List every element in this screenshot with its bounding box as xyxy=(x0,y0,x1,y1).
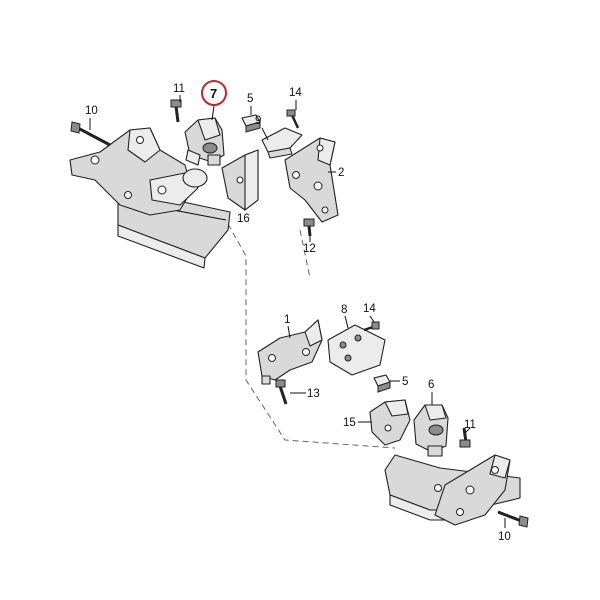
callout-11-top: 11 xyxy=(173,83,185,95)
stop-5-bottom xyxy=(373,374,391,393)
leader-14-bottom xyxy=(369,315,375,323)
bracket-2 xyxy=(284,137,339,223)
bolt-10-top xyxy=(70,121,111,147)
callout-1: 1 xyxy=(284,314,290,326)
callout-2: 2 xyxy=(338,167,344,179)
bolt-14-top xyxy=(286,109,300,129)
bolt-10-bottom xyxy=(497,510,529,528)
highlight-ring-7 xyxy=(201,80,227,106)
bolt-11-top xyxy=(170,99,182,123)
engine-mount-7 xyxy=(184,117,225,166)
bottom-subframe xyxy=(384,454,521,526)
stop-5-top xyxy=(241,114,261,133)
callout-13: 13 xyxy=(307,388,320,400)
bracket-1 xyxy=(257,319,323,385)
bolt-11-bottom xyxy=(459,427,471,448)
heat-shield-8 xyxy=(327,324,386,376)
callout-8: 8 xyxy=(341,304,347,316)
bolt-14-bottom xyxy=(363,321,380,332)
leader-8 xyxy=(344,315,349,329)
bracket-15 xyxy=(369,399,411,446)
leader-1 xyxy=(287,325,291,339)
callout-7: 7 xyxy=(210,86,217,101)
top-subframe xyxy=(69,127,231,269)
callout-14-bottom: 14 xyxy=(363,303,376,315)
callout-16: 16 xyxy=(237,213,250,225)
callout-15: 15 xyxy=(343,417,356,429)
callout-11-bottom: 11 xyxy=(464,419,476,431)
callout-5-top: 5 xyxy=(247,93,253,105)
callout-6: 6 xyxy=(428,379,434,391)
bracket-16 xyxy=(221,149,259,211)
callout-10-top: 10 xyxy=(85,105,98,117)
leader-7 xyxy=(211,105,215,121)
callout-12: 12 xyxy=(303,243,316,255)
callout-9: 9 xyxy=(255,115,261,127)
bolt-12 xyxy=(303,218,315,237)
leader-11-bottom xyxy=(464,427,471,434)
leader-9 xyxy=(261,127,269,141)
callout-5-bottom: 5 xyxy=(402,376,408,388)
heat-shield-9 xyxy=(261,127,303,159)
callout-10-bottom: 10 xyxy=(498,531,511,543)
callout-14-top: 14 xyxy=(289,87,302,99)
engine-mount-6 xyxy=(413,404,449,457)
bolt-13 xyxy=(275,379,288,405)
dashed-connectors xyxy=(227,223,396,449)
